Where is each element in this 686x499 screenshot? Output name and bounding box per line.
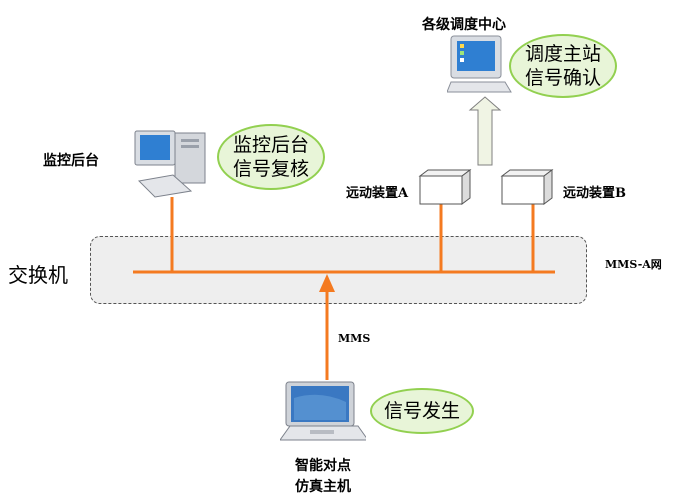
sim-host-label-line2: 仿真主机: [295, 479, 351, 495]
laptop-icon: [280, 381, 366, 441]
mms-a-net-label: MMS-A网: [605, 258, 662, 271]
dispatch-up-arrow: [468, 96, 502, 166]
remote-device-icon: [500, 169, 554, 205]
mms-arrow-head: [319, 274, 335, 292]
remote-a-label: 远动装置A: [346, 186, 409, 201]
remote-b-label: 远动装置B: [563, 186, 626, 201]
switch-label: 交换机: [8, 263, 68, 287]
signal-generate-bubble: 信号发生: [370, 388, 474, 434]
mms-label: MMS: [338, 332, 371, 345]
dispatch-center-label: 各级调度中心: [422, 17, 506, 33]
backend-review-bubble: 监控后台信号复核: [217, 124, 325, 190]
remote-device-icon: [418, 169, 472, 205]
sim-host-label-line1: 智能对点: [295, 458, 351, 474]
desktop-computer-icon: [447, 35, 512, 93]
monitor-backend-label: 监控后台: [43, 153, 99, 169]
dispatch-confirm-bubble: 调度主站信号确认: [509, 34, 617, 98]
workstation-icon: [134, 130, 206, 198]
